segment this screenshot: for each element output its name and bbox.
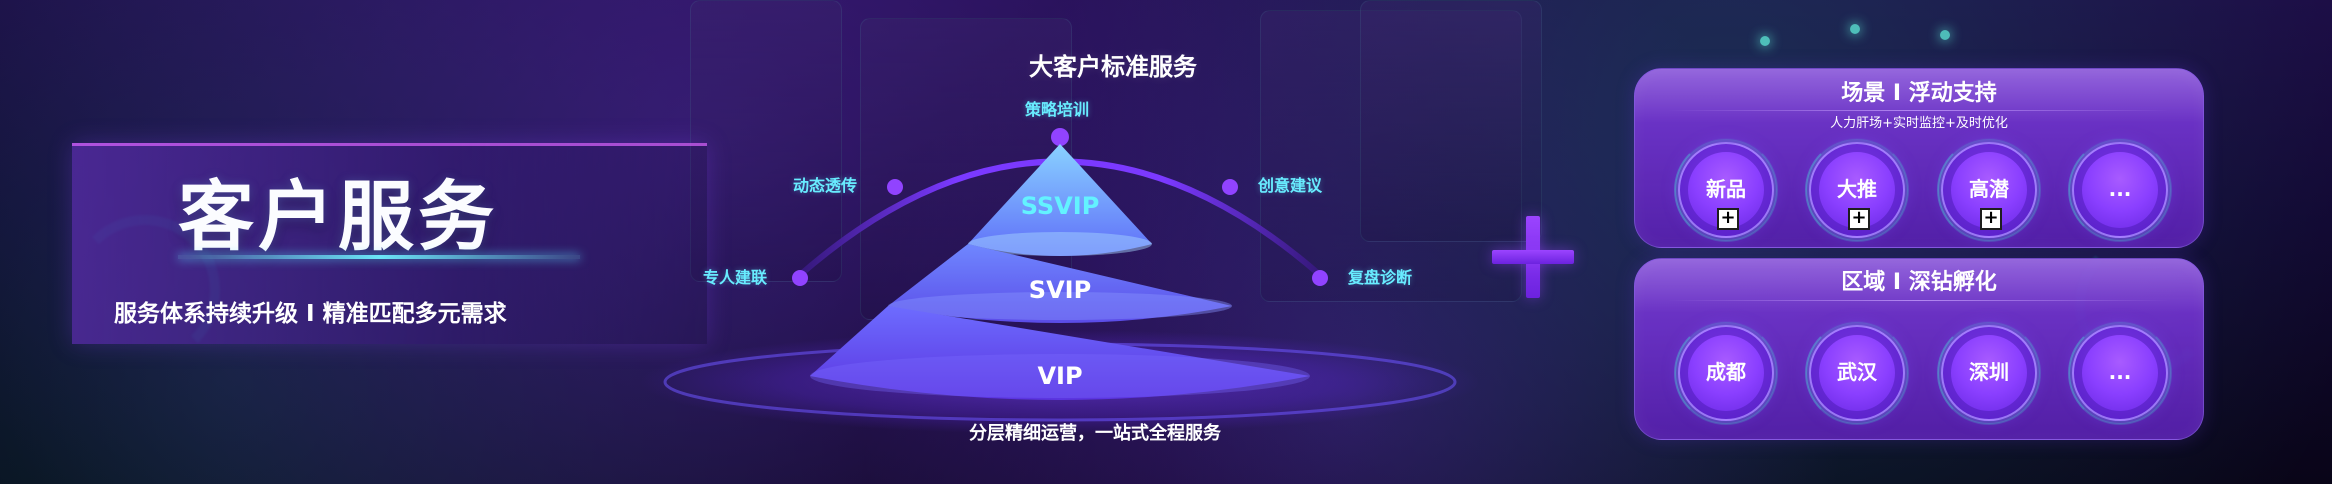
arc-node-1 (792, 270, 808, 286)
pyramid-top-cone (968, 144, 1152, 256)
plus-box-icon: + (1980, 208, 2002, 230)
arc-node-3 (1051, 128, 1069, 146)
region-panel-title: 区域 I 深钻孵化 (1841, 270, 1997, 295)
background-tower-1 (690, 0, 842, 282)
arc-node-5 (1312, 270, 1328, 286)
background-tower-3 (1260, 10, 1522, 302)
pyramid-bottom-rim (810, 354, 1310, 398)
background-tower-4 (1360, 0, 1542, 242)
background-light-dot-1 (1760, 36, 1770, 46)
arc-node-2 (887, 179, 903, 195)
region-item-shenzhen: 深圳 (1937, 321, 2041, 425)
region-item-more: ... (2068, 321, 2172, 425)
arc-node-4 (1222, 179, 1238, 195)
page-title: 客户服务 (178, 172, 498, 261)
arc-label-4: 创意建议 (1258, 176, 1323, 195)
tier-label-ssvip: SSVIP (1020, 192, 1100, 220)
pyramid-middle-cone (888, 244, 1232, 323)
region-item-wuhan: 武汉 (1805, 321, 1909, 425)
region-item-label: 深圳 (1969, 360, 2009, 384)
arc-label-1: 专人建联 (703, 268, 768, 287)
plus-icon (1492, 216, 1574, 298)
scene-item-big-push: 大推 + (1805, 138, 1909, 242)
arc-label-3: 策略培训 (1025, 100, 1090, 119)
region-item-label: 武汉 (1837, 360, 1877, 384)
region-incubation-panel: 区域 I 深钻孵化 成都 武汉 深圳 ... (1634, 258, 2204, 440)
scene-panel-title: 场景 I 浮动支持 (1841, 81, 1997, 106)
plus-box-icon: + (1717, 208, 1739, 230)
region-item-label: 成都 (1706, 360, 1746, 384)
scene-item-label: ... (2108, 177, 2132, 201)
pyramid-middle-rim (888, 292, 1232, 320)
scene-item-more: ... (2068, 138, 2172, 242)
service-summary: 分层精细运营，一站式全程服务 (969, 423, 1221, 444)
arc-label-5: 复盘诊断 (1348, 268, 1413, 287)
background-light-dot-2 (1850, 24, 1860, 34)
scene-panel-note: 人力肝场+实时监控+及时优化 (1830, 116, 2008, 131)
region-panel-rule (1667, 300, 2171, 301)
region-item-chengdu: 成都 (1674, 321, 1778, 425)
scene-item-new-product: 新品 + (1674, 138, 1778, 242)
tier-label-vip: VIP (1037, 362, 1083, 390)
pyramid-graphic (640, 128, 1480, 434)
service-pyramid: 专人建联 动态透传 策略培训 创意建议 复盘诊断 SSVIP SVIP VIP (620, 100, 1500, 440)
region-item-label: ... (2108, 360, 2132, 384)
scene-item-label: 新品 (1706, 177, 1746, 201)
left-title-panel (72, 143, 707, 344)
scene-item-label: 高潜 (1969, 177, 2009, 201)
standard-service-title: 大客户标准服务 (1029, 53, 1197, 81)
scene-support-panel: 场景 I 浮动支持 人力肝场+实时监控+及时优化 新品 + 大推 + 高潜 + … (1634, 68, 2204, 248)
plus-box-icon: + (1848, 208, 1870, 230)
scene-panel-rule (1667, 110, 2171, 111)
pyramid-top-rim (968, 232, 1152, 256)
arc-label-2: 动态透传 (793, 176, 858, 195)
tier-label-svip: SVIP (1028, 276, 1092, 304)
background-light-dot-3 (1940, 30, 1950, 40)
scene-item-label: 大推 (1837, 177, 1877, 201)
pyramid-bottom-cone (810, 306, 1310, 400)
scene-item-high-potential: 高潜 + (1937, 138, 2041, 242)
title-underline (178, 255, 580, 259)
page-subtitle: 服务体系持续升级 I 精准匹配多元需求 (114, 301, 507, 327)
